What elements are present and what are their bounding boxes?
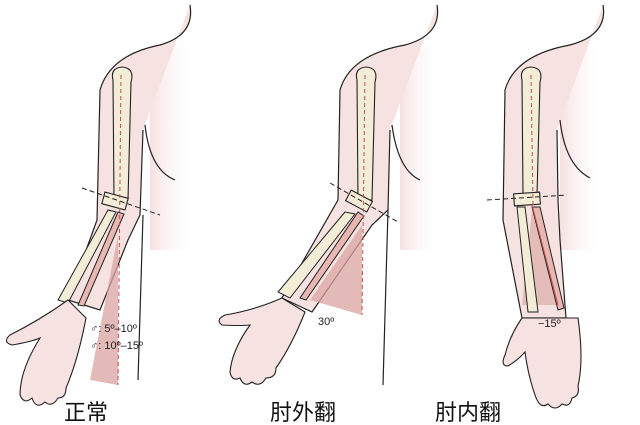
male-angle-range: ♂: 5º–10º — [90, 323, 137, 335]
armpit-line — [559, 119, 591, 179]
humerus-bone — [520, 66, 542, 196]
armpit-line — [144, 124, 176, 181]
ulna-bone — [277, 211, 356, 299]
panel-valgus-arm — [218, 4, 440, 386]
elbow-joint — [101, 191, 129, 211]
radius-bone — [77, 211, 125, 307]
elbow-axis-line — [486, 194, 568, 201]
female-angle-range: ♂: 10º–15º — [90, 340, 143, 352]
varus-angle-label: −15º — [538, 318, 561, 330]
panel-normal-arm — [5, 4, 195, 406]
ulna-bone — [516, 206, 539, 313]
hand — [5, 299, 87, 406]
radius-bone — [299, 211, 365, 301]
torso-shading — [150, 40, 195, 250]
torso-side-line — [137, 214, 144, 381]
torso-shading — [560, 40, 605, 250]
elbow-joint — [513, 191, 541, 207]
carrying-angle-shade — [90, 235, 118, 385]
hand — [502, 317, 582, 409]
humerus-axis-line — [530, 74, 534, 206]
normal-title: 正常 — [64, 401, 109, 425]
humerus-axis-line — [117, 74, 122, 386]
panel-varus-arm — [486, 4, 605, 409]
torso-side-line — [382, 209, 389, 386]
radius-bone — [531, 206, 565, 311]
forearm-axis-line — [531, 204, 559, 306]
humerus-axis-line — [361, 74, 366, 316]
valgus-angle-label: 30º — [318, 316, 335, 328]
elbow-axis-line — [329, 182, 399, 223]
valgus-title: 肘外翻 — [270, 401, 337, 425]
elbow-axis-line — [81, 187, 161, 216]
carrying-angle-shade — [310, 225, 362, 315]
humerus-bone — [111, 66, 133, 201]
armpit-line — [391, 124, 421, 181]
varus-title: 肘内翻 — [435, 401, 502, 425]
hand — [218, 297, 306, 385]
torso-shading — [400, 40, 440, 250]
humerus-bone — [355, 66, 377, 201]
